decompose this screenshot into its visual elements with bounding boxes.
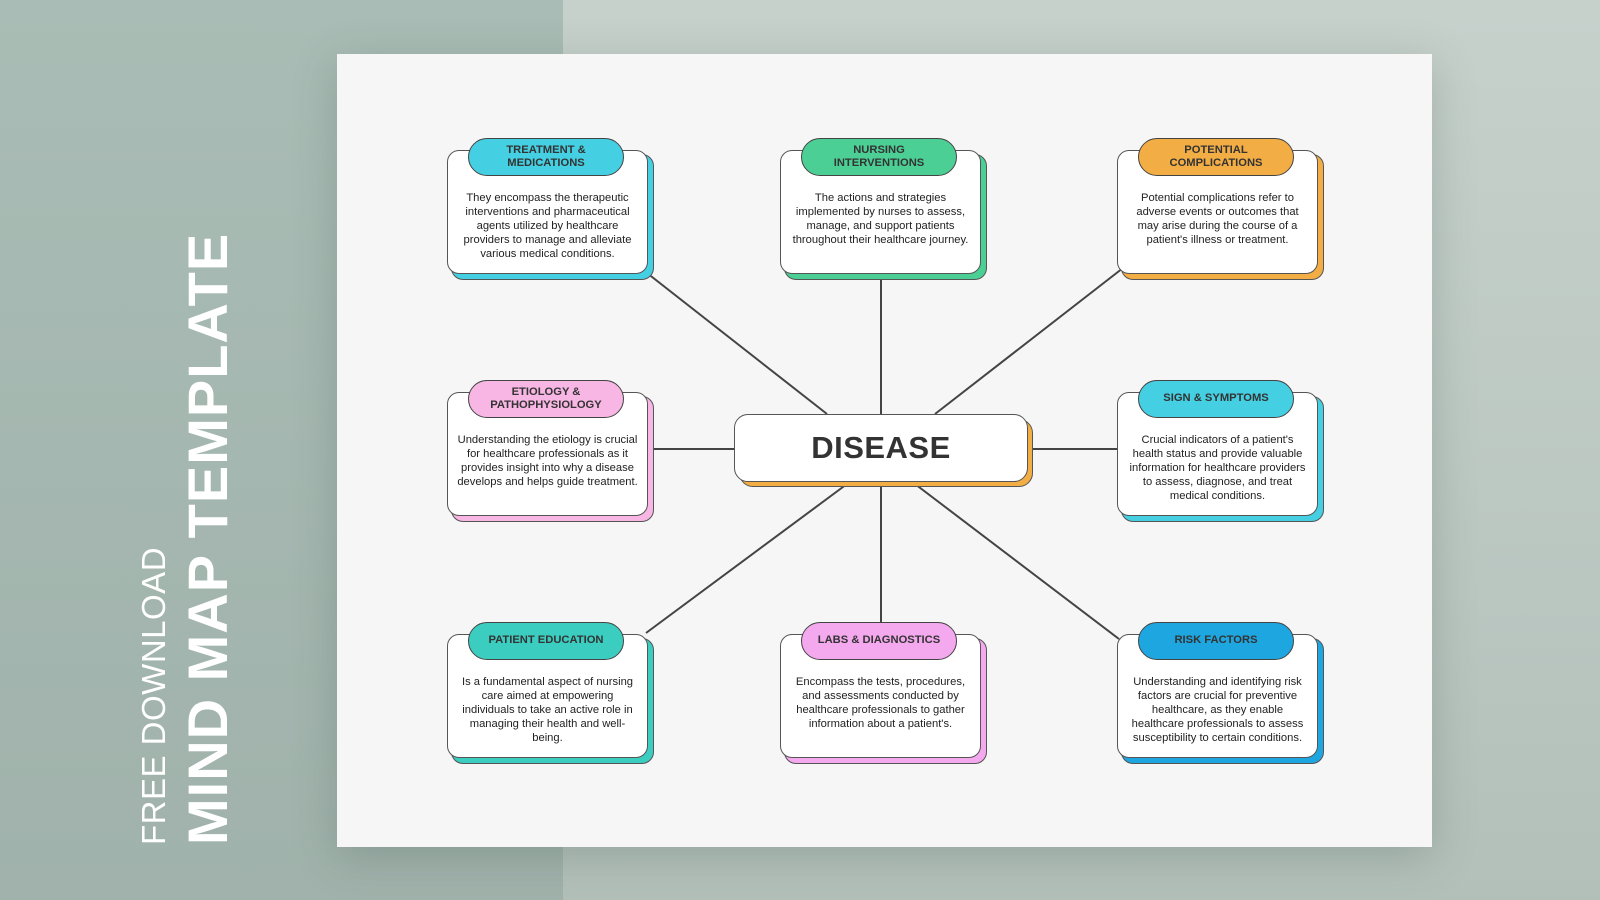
center-node[interactable]: DISEASE	[734, 414, 1033, 487]
node-treatment[interactable]: They encompass the therapeutic intervent…	[447, 138, 654, 280]
mind-map-sheet: DISEASE They encompass the therapeutic i…	[337, 54, 1432, 847]
node-title: POTENTIAL COMPLICATIONS	[1138, 138, 1294, 176]
node-description: Crucial indicators of a patient's health…	[1129, 434, 1306, 502]
node-description: Is a fundamental aspect of nursing care …	[461, 676, 634, 744]
center-node-label: DISEASE	[734, 414, 1028, 482]
connectors	[641, 267, 1124, 640]
connector-treatment	[646, 272, 828, 415]
node-description: The actions and strategies implemented b…	[792, 192, 969, 246]
node-symptoms[interactable]: Crucial indicators of a patient's health…	[1117, 380, 1324, 522]
node-description: They encompass the therapeutic intervent…	[463, 192, 632, 260]
node-title: RISK FACTORS	[1138, 622, 1294, 660]
node-title: NURSING INTERVENTIONS	[801, 138, 957, 176]
node-labs[interactable]: Encompass the tests, procedures, and ass…	[780, 622, 987, 764]
node-risk[interactable]: Understanding and identifying risk facto…	[1117, 622, 1324, 764]
connector-complications	[934, 267, 1124, 415]
connector-education	[645, 483, 848, 634]
vertical-title: FREE DOWNLOAD MIND MAP TEMPLATE	[130, 232, 239, 845]
node-description: Understanding the etiology is crucial fo…	[457, 434, 638, 488]
node-description: Understanding and identifying risk facto…	[1131, 676, 1304, 744]
node-title: ETIOLOGY & PATHOPHYSIOLOGY	[468, 380, 624, 418]
node-description: Potential complications refer to adverse…	[1136, 192, 1299, 246]
node-title: SIGN & SYMPTOMS	[1138, 380, 1294, 418]
connector-risk	[914, 483, 1120, 640]
subtitle: FREE DOWNLOAD	[135, 546, 172, 845]
node-title: PATIENT EDUCATION	[468, 622, 624, 660]
node-title: TREATMENT & MEDICATIONS	[468, 138, 624, 176]
node-complications[interactable]: Potential complications refer to adverse…	[1117, 138, 1324, 280]
node-etiology[interactable]: Understanding the etiology is crucial fo…	[447, 380, 654, 522]
node-nursing[interactable]: The actions and strategies implemented b…	[780, 138, 987, 280]
node-description: Encompass the tests, procedures, and ass…	[795, 676, 966, 730]
node-title: LABS & DIAGNOSTICS	[801, 622, 957, 660]
node-education[interactable]: Is a fundamental aspect of nursing care …	[447, 622, 654, 764]
title: MIND MAP TEMPLATE	[176, 232, 239, 845]
